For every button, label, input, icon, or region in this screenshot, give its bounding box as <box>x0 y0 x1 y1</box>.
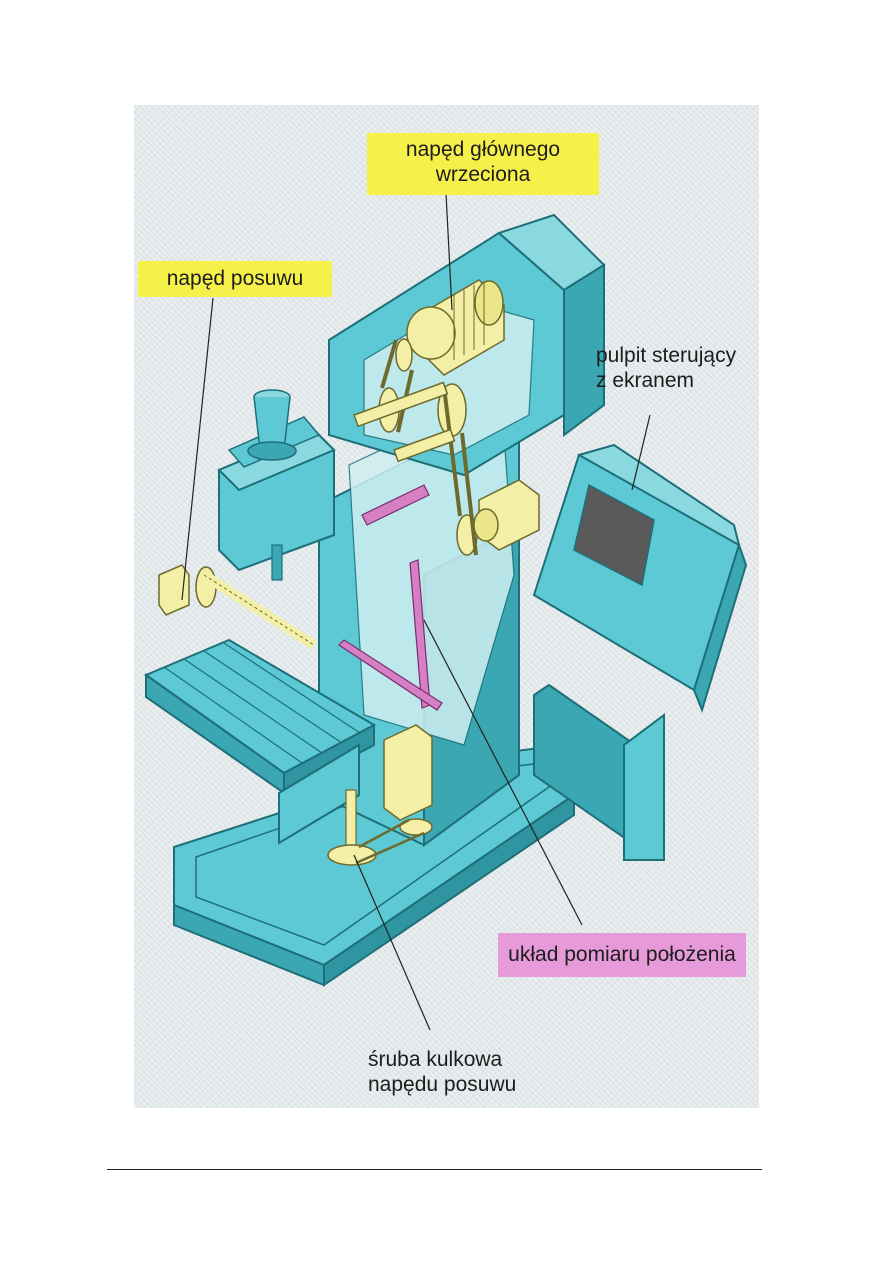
label-ball-screw-line1: śruba kulkowa <box>368 1048 503 1071</box>
footer-rule <box>107 1169 762 1170</box>
leader-lines <box>181 192 651 1031</box>
label-ball-screw: śruba kulkowa napędu posuwu <box>368 1047 548 1097</box>
spindle-belt-drive <box>353 338 478 556</box>
label-control-panel-line2: z ekranem <box>596 369 695 392</box>
label-main-spindle-line1: napęd głównego <box>405 138 561 161</box>
spindle-housing <box>217 389 336 581</box>
position-measurement-scales <box>338 484 443 711</box>
machine-table <box>143 638 377 845</box>
feed-motor-column <box>473 479 540 551</box>
main-spindle-motor <box>406 279 505 376</box>
label-main-spindle-drive: napęd głównego wrzeciona <box>367 133 599 195</box>
control-panel <box>532 443 748 861</box>
table-feed-drive <box>158 564 317 650</box>
label-control-panel: pulpit sterujący z ekranem <box>596 343 756 393</box>
leader-ball-screw <box>353 854 431 1031</box>
label-feed-drive: napęd posuwu <box>138 261 332 297</box>
milling-machine-figure: napęd głównego wrzeciona napęd posuwu pu… <box>134 105 759 1108</box>
leader-main-spindle <box>445 192 453 311</box>
label-control-panel-line1: pulpit sterujący <box>596 344 737 367</box>
ball-screw-feed-drive <box>327 724 433 866</box>
label-position-measurement: układ pomiaru położenia <box>498 933 746 977</box>
label-main-spindle-line2: wrzeciona <box>435 163 531 186</box>
label-feed-drive-text: napęd posuwu <box>166 267 304 290</box>
label-position-measurement-text: układ pomiaru położenia <box>508 943 736 966</box>
leader-control-panel <box>631 414 651 491</box>
leader-feed-drive <box>181 297 214 601</box>
leader-position-measurement <box>423 619 583 926</box>
cnc-milling-machine-illustration <box>143 213 748 987</box>
label-ball-screw-line2: napędu posuwu <box>368 1073 517 1096</box>
